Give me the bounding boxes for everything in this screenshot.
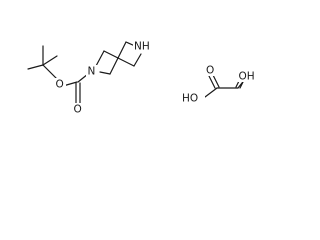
atom-nh: NH	[134, 41, 150, 53]
bond-spiro-ch2-a	[117, 41, 127, 59]
bond-cq-o	[42, 64, 58, 80]
bond-cq-me-right	[42, 55, 58, 66]
azetidine-ring-right	[117, 41, 142, 67]
atom-o-carbonyl: O	[74, 104, 82, 116]
bond-ch2-top-spiro	[103, 50, 119, 59]
tert-butyl-group	[27, 45, 58, 80]
bond-n-ch2-top	[95, 50, 105, 67]
atom-o-top-left: O	[206, 65, 214, 77]
bond-ch2-bottom-n	[99, 71, 111, 75]
bond-c1-o-double-b	[212, 74, 220, 88]
bond-c1-oh	[204, 87, 218, 98]
bond-spiro-ch2-bottom	[109, 57, 119, 75]
chemical-structures: O O N NH O OH HO	[27, 40, 260, 116]
bond-c1-o-double-a	[208, 75, 216, 89]
bond-ch2-b-spiro	[117, 57, 135, 67]
atom-ho-left: HO	[182, 93, 198, 105]
azetidine-ring-left	[95, 50, 119, 75]
structure-canvas: O O N NH O OH HO	[0, 0, 286, 133]
atom-oh-right: OH	[239, 71, 255, 83]
bond-nh-ch2-b	[133, 53, 142, 67]
atom-o-ester: O	[56, 79, 64, 91]
oxalic-acid: O OH HO	[181, 64, 260, 105]
atom-n-ring: N	[88, 66, 96, 78]
boc-diazaspiroheptane: O O N NH	[27, 40, 153, 116]
bond-cq-me-left	[27, 64, 44, 70]
carbamate-group	[62, 73, 89, 105]
